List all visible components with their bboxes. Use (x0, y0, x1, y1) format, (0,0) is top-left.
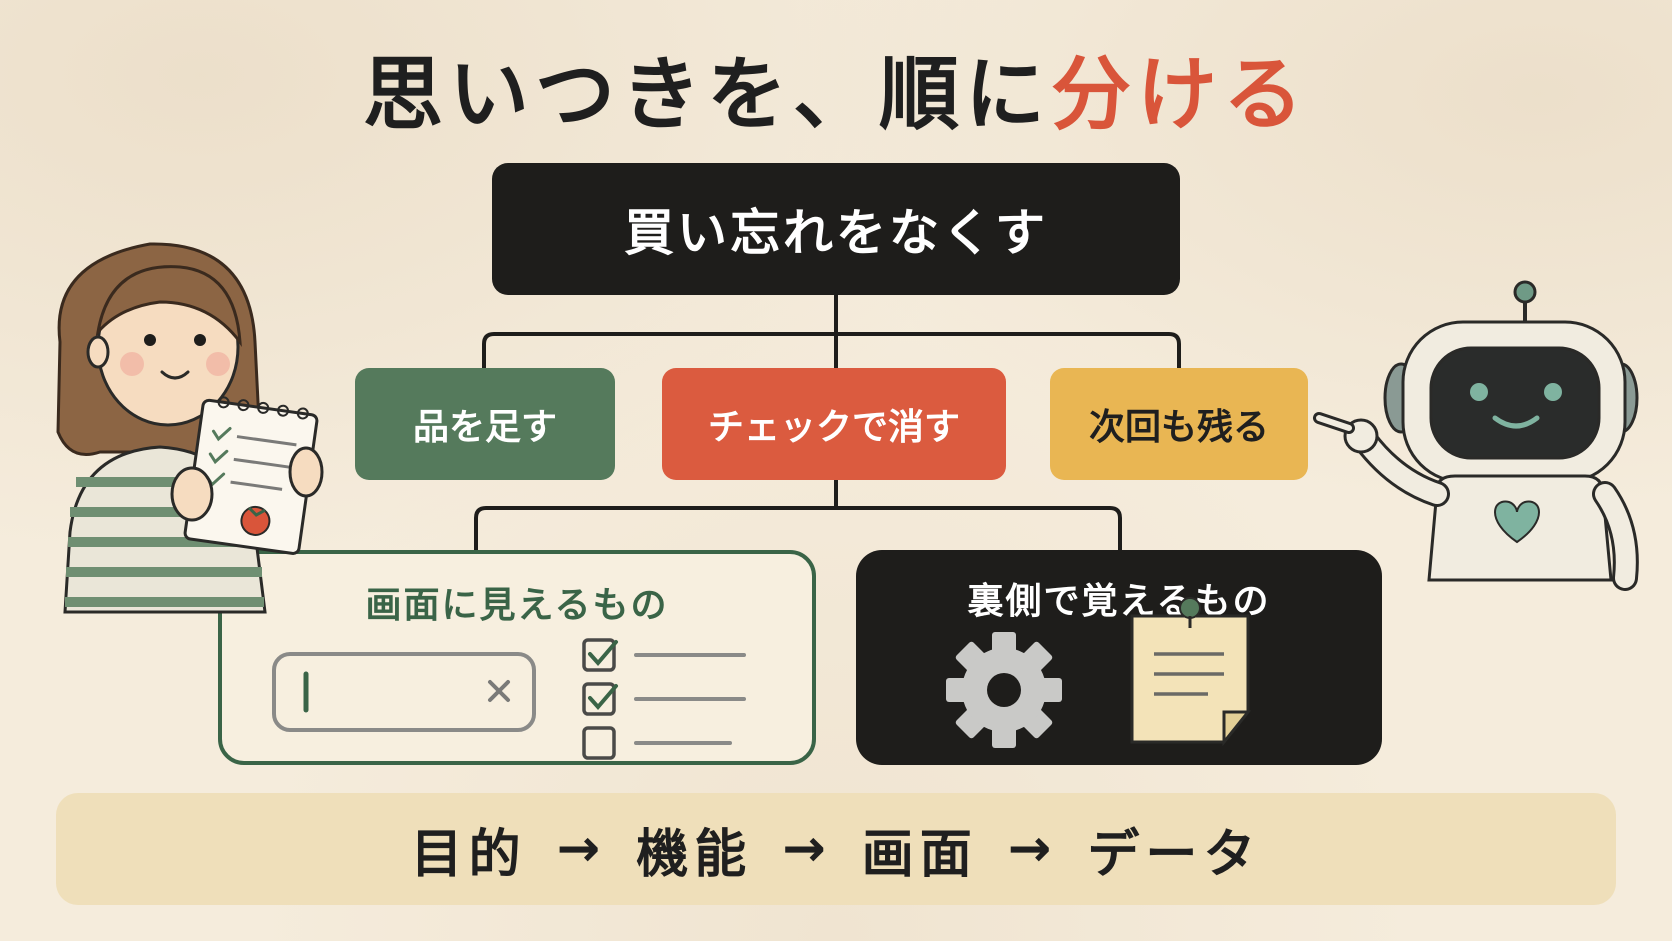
flow-arrow-1: → (556, 819, 607, 879)
flow-arrow-2: → (782, 819, 832, 879)
feature-add-item-box: 品を足す (355, 368, 615, 480)
root-goal-label: 買い忘れをなくす (624, 204, 1048, 262)
tomato-icon (240, 505, 271, 536)
checklist-icon (582, 638, 746, 760)
close-icon (488, 680, 510, 702)
flow-step-data: データ (1087, 824, 1262, 885)
title-highlight: 分ける (1051, 48, 1309, 141)
gear-icon (946, 632, 1062, 748)
pin-icon (1179, 597, 1201, 619)
title-main: 思いつきを、順に (363, 48, 1051, 141)
flow-step-screen: 画面 (861, 824, 978, 885)
flow-step-purpose: 目的 (410, 824, 527, 885)
flow-step-function: 機能 (636, 824, 753, 885)
input-field-icon (272, 652, 536, 732)
feature-persist-label: 次回も残る (1088, 407, 1269, 448)
robot-assistant-illustration (1313, 280, 1639, 591)
screen-mock-illustration (272, 638, 746, 760)
memo-note-icon (1130, 597, 1252, 747)
flow-band: 目的 → 機能 → 画面 → データ (56, 793, 1616, 905)
root-goal-box: 買い忘れをなくす (492, 163, 1180, 295)
feature-check-off-label: チェックで消す (707, 407, 960, 448)
backend-panel: 裏側で覚えるもの (856, 550, 1382, 765)
feature-check-off-box: チェックで消す (662, 368, 1006, 480)
screen-panel: 画面に見えるもの (218, 550, 816, 765)
heart-icon (1494, 500, 1540, 544)
backend-illustration (946, 597, 1252, 748)
flow-arrow-3: → (1007, 819, 1058, 879)
feature-add-item-label: 品を足す (412, 407, 557, 448)
feature-persist-box: 次回も残る (1050, 368, 1308, 480)
woman-with-memo-illustration (56, 242, 324, 614)
page-title: 思いつきを、順に分ける (0, 40, 1672, 150)
screen-panel-title: 画面に見えるもの (365, 585, 669, 626)
